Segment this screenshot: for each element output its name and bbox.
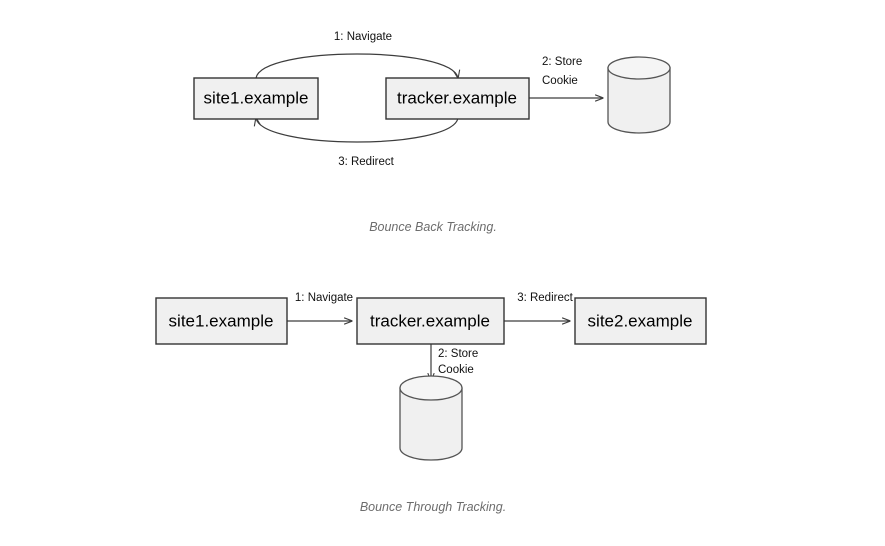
- caption-bounce-back: Bounce Back Tracking.: [369, 220, 497, 234]
- node-tracker-box-2[interactable]: [356, 297, 505, 345]
- edge-redirect-path: [256, 118, 459, 143]
- cylinder-top-2: [399, 375, 463, 401]
- node-site2-box[interactable]: [574, 297, 707, 345]
- edge-redirect-curved: 3: Redirect: [256, 118, 459, 168]
- node-site1-example-2[interactable]: site1.example: [155, 297, 288, 345]
- edge-navigate-straight: 1: Navigate: [287, 292, 353, 321]
- figure-bounce-through: 1: Navigate 3: Redirect 2: Store Cookie …: [155, 292, 707, 514]
- node-site1-example[interactable]: site1.example: [193, 77, 319, 120]
- node-site1-box[interactable]: [193, 77, 319, 120]
- cylinder-body-2: [399, 387, 463, 461]
- edge-redirect-straight: 3: Redirect: [504, 292, 574, 321]
- edge-label-navigate: 1: Navigate: [334, 31, 392, 43]
- node-cookie-store-cylinder[interactable]: [607, 56, 671, 134]
- edge-navigate-path: [255, 53, 458, 78]
- edge-store-cookie: 2: Store Cookie: [529, 56, 603, 98]
- node-site1-box-2[interactable]: [155, 297, 288, 345]
- edge-label-redirect-2: 3: Redirect: [517, 292, 573, 304]
- edge-label-store-cookie-2-line2: Cookie: [438, 364, 474, 376]
- node-tracker-label-2: tracker.example: [370, 311, 490, 330]
- node-site1-label: site1.example: [204, 88, 309, 107]
- edge-label-store-cookie-2-line1: 2: Store: [438, 348, 478, 360]
- node-site2-example[interactable]: site2.example: [574, 297, 707, 345]
- node-tracker-example[interactable]: tracker.example: [385, 77, 530, 120]
- figure-bounce-back: 1: Navigate 3: Redirect 2: Store Cookie …: [193, 31, 671, 234]
- node-site1-label-2: site1.example: [169, 311, 274, 330]
- cylinder-body: [607, 67, 671, 134]
- node-tracker-box[interactable]: [385, 77, 530, 120]
- node-cookie-store-cylinder-2[interactable]: [399, 375, 463, 461]
- node-tracker-label: tracker.example: [397, 88, 517, 107]
- edge-navigate-curved: 1: Navigate: [255, 31, 458, 78]
- cylinder-top: [607, 56, 671, 80]
- edge-label-store-cookie-line1: 2: Store: [542, 56, 582, 68]
- edge-label-redirect: 3: Redirect: [338, 156, 394, 168]
- node-site2-label: site2.example: [588, 311, 693, 330]
- node-tracker-example-2[interactable]: tracker.example: [356, 297, 505, 345]
- edge-label-navigate-2: 1: Navigate: [295, 292, 353, 304]
- edge-store-cookie-down: 2: Store Cookie: [431, 344, 478, 381]
- edge-label-store-cookie-line2: Cookie: [542, 75, 578, 87]
- caption-bounce-through: Bounce Through Tracking.: [360, 500, 506, 514]
